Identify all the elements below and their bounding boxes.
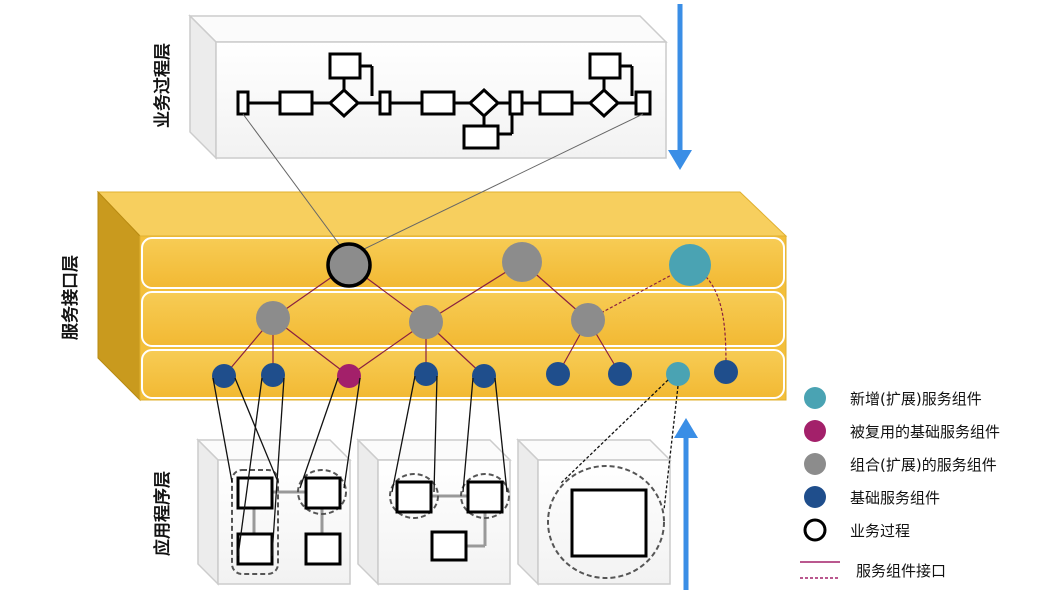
legend-label: 新增(扩展)服务组件 <box>850 390 982 408</box>
legend-label: 被复用的基础服务组件 <box>850 423 1000 441</box>
app3-components <box>547 465 665 579</box>
service-layer-label: 服务接口层 <box>60 255 81 340</box>
legend-item-composite: 组合(扩展)的服务组件 <box>804 453 997 475</box>
application-layer-label: 应用程序层 <box>152 471 173 556</box>
basic-node-row <box>212 360 738 388</box>
legend-label: 服务组件接口 <box>856 562 946 580</box>
legend-label: 基础服务组件 <box>850 489 940 507</box>
service-layer-slab <box>96 190 788 402</box>
business-layer-label: 业务过程层 <box>152 43 173 128</box>
legend: 新增(扩展)服务组件 被复用的基础服务组件 组合(扩展)的服务组件 基础服务组件… <box>800 387 1000 580</box>
legend-item-basic: 基础服务组件 <box>804 486 940 508</box>
legend-label: 业务过程 <box>850 522 910 540</box>
new-service-node <box>669 244 711 286</box>
app-mapping-links <box>212 375 679 557</box>
composite-node-row <box>256 301 605 339</box>
app1-components <box>231 469 347 575</box>
process-links <box>242 113 644 253</box>
legend-label: 组合(扩展)的服务组件 <box>850 456 997 474</box>
legend-item-interface: 服务组件接口 <box>800 561 946 580</box>
legend-item-reused: 被复用的基础服务组件 <box>804 420 1000 442</box>
app2-components <box>389 473 510 562</box>
business-layer-box <box>188 14 668 160</box>
arrow-down <box>668 4 692 170</box>
legend-item-new: 新增(扩展)服务组件 <box>804 387 982 409</box>
composite-node <box>502 242 542 282</box>
arrow-up <box>674 418 698 590</box>
legend-item-process: 业务过程 <box>803 518 910 542</box>
process-node <box>326 242 372 288</box>
